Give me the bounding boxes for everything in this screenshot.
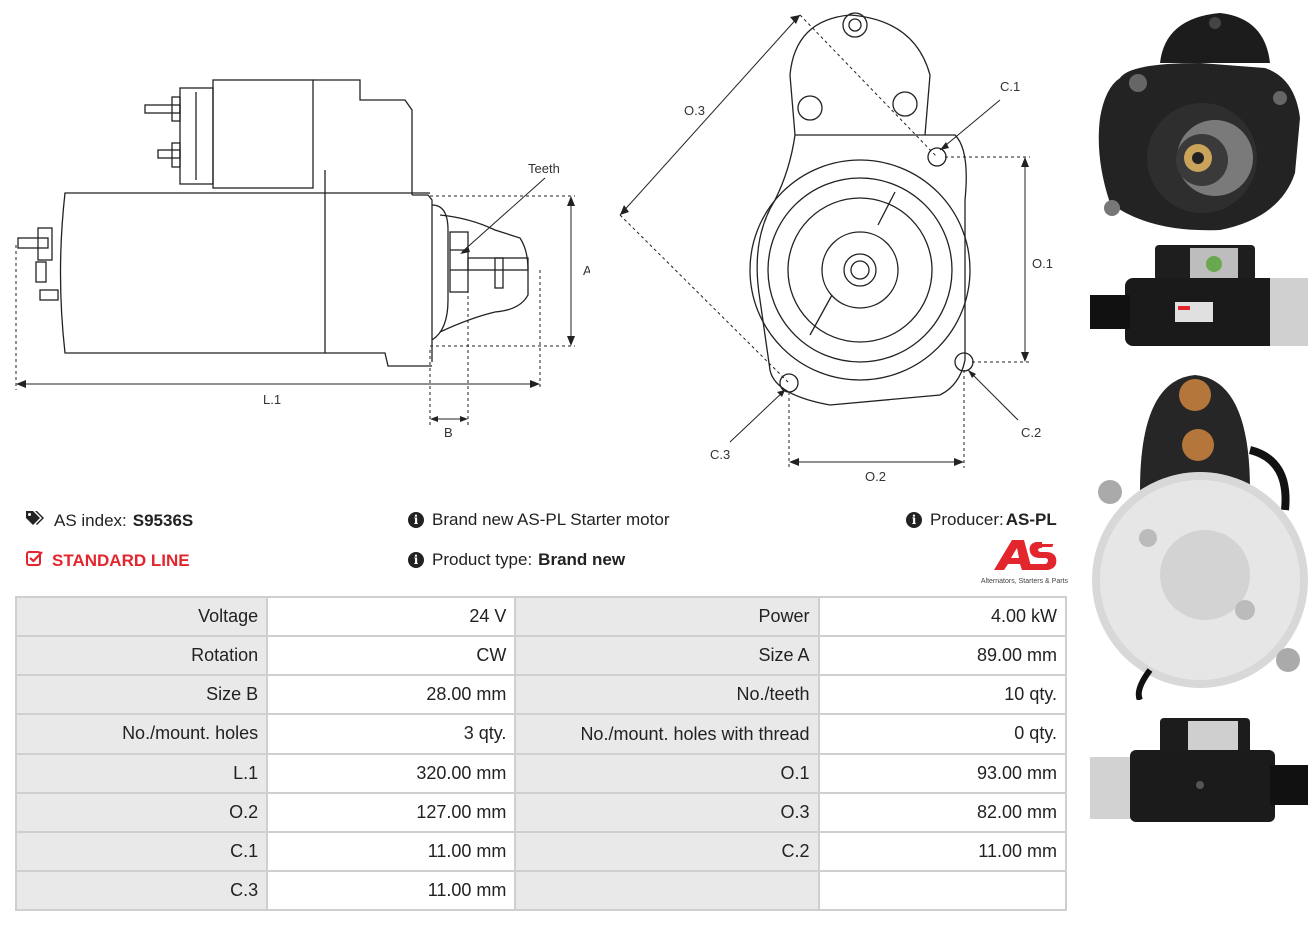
product-photo-front[interactable]: [1090, 8, 1308, 234]
description-row: i Brand new AS-PL Starter motor: [408, 510, 669, 530]
dimension-o3-label: O.3: [684, 103, 705, 118]
spec-label: No./mount. holes: [17, 715, 267, 753]
as-pl-logo: Alternators, Starters & Parts: [966, 538, 1068, 585]
producer-row: i Producer: AS-PL: [906, 510, 1057, 530]
standard-line-label: STANDARD LINE: [52, 550, 190, 570]
spec-label: Voltage: [17, 598, 267, 635]
spec-value: 3 qty.: [268, 715, 515, 753]
front-view-drawing: O.3 C.1 O.1 C.2 C.3 O.2: [619, 12, 1053, 484]
spec-label: O.1: [516, 755, 818, 792]
spec-label: C.1: [17, 833, 267, 870]
as-index-value: S9536S: [132, 510, 194, 530]
spec-value: 320.00 mm: [268, 755, 515, 792]
spec-label: No./teeth: [516, 676, 818, 713]
spec-value: 127.00 mm: [268, 794, 515, 831]
spec-value: 0 qty.: [819, 715, 1065, 753]
spec-value: CW: [268, 637, 515, 674]
spec-label: Size B: [17, 676, 267, 713]
as-index-row: AS index: S9536S: [26, 510, 193, 531]
spec-label: O.2: [17, 794, 267, 831]
spec-label: [516, 872, 818, 909]
dimension-c1-label: C.1: [1000, 79, 1020, 94]
spec-value: [819, 872, 1065, 909]
spec-label: No./mount. holes with thread: [516, 715, 818, 753]
as-pl-logo-mark: [994, 540, 1057, 570]
product-photo-side-alt[interactable]: [1090, 715, 1308, 825]
spec-label: O.3: [516, 794, 818, 831]
description-text: Brand new AS-PL Starter motor: [432, 510, 670, 529]
product-type-label: Product type:: [432, 550, 533, 569]
spec-label: C.3: [17, 872, 267, 909]
spec-value: 82.00 mm: [819, 794, 1065, 831]
spec-value: 11.00 mm: [268, 833, 515, 870]
product-type-row: i Product type: Brand new: [408, 550, 625, 570]
check-square-icon: [26, 550, 44, 571]
spec-label: Rotation: [17, 637, 267, 674]
dimension-c2-label: C.2: [1021, 425, 1041, 440]
dimension-a-label: A: [583, 263, 590, 278]
info-icon: i: [906, 512, 922, 528]
product-type-value: Brand new: [538, 550, 626, 569]
info-icon: i: [408, 512, 424, 528]
dimension-c3-label: C.3: [710, 447, 730, 462]
producer-label: Producer:: [930, 510, 1004, 529]
dimension-o1-label: O.1: [1032, 256, 1053, 271]
spec-value: 24 V: [268, 598, 515, 635]
dimension-b-label: B: [444, 425, 453, 440]
as-index-label: AS index:: [54, 510, 127, 530]
product-photo-side[interactable]: [1090, 240, 1308, 355]
dimension-o2-label: O.2: [865, 469, 886, 484]
spec-value: 11.00 mm: [819, 833, 1065, 870]
product-photo-rear[interactable]: [1090, 370, 1308, 700]
spec-label: Size A: [516, 637, 818, 674]
spec-label: Power: [516, 598, 818, 635]
spec-value: 28.00 mm: [268, 676, 515, 713]
spec-value: 4.00 kW: [819, 598, 1065, 635]
dimension-l1-label: L.1: [263, 392, 281, 407]
spec-value: 89.00 mm: [819, 637, 1065, 674]
teeth-label: Teeth: [528, 161, 560, 176]
spec-value: 93.00 mm: [819, 755, 1065, 792]
spec-value: 11.00 mm: [268, 872, 515, 909]
spec-label: L.1: [17, 755, 267, 792]
standard-line-row: STANDARD LINE: [26, 550, 190, 571]
spec-value: 10 qty.: [819, 676, 1065, 713]
side-view-drawing: Teeth A L.1 B: [15, 79, 590, 440]
producer-value: AS-PL: [1005, 510, 1057, 529]
logo-tagline: Alternators, Starters & Parts: [980, 578, 1068, 585]
info-icon: i: [408, 552, 424, 568]
spec-label: C.2: [516, 833, 818, 870]
tags-icon: [26, 510, 46, 531]
